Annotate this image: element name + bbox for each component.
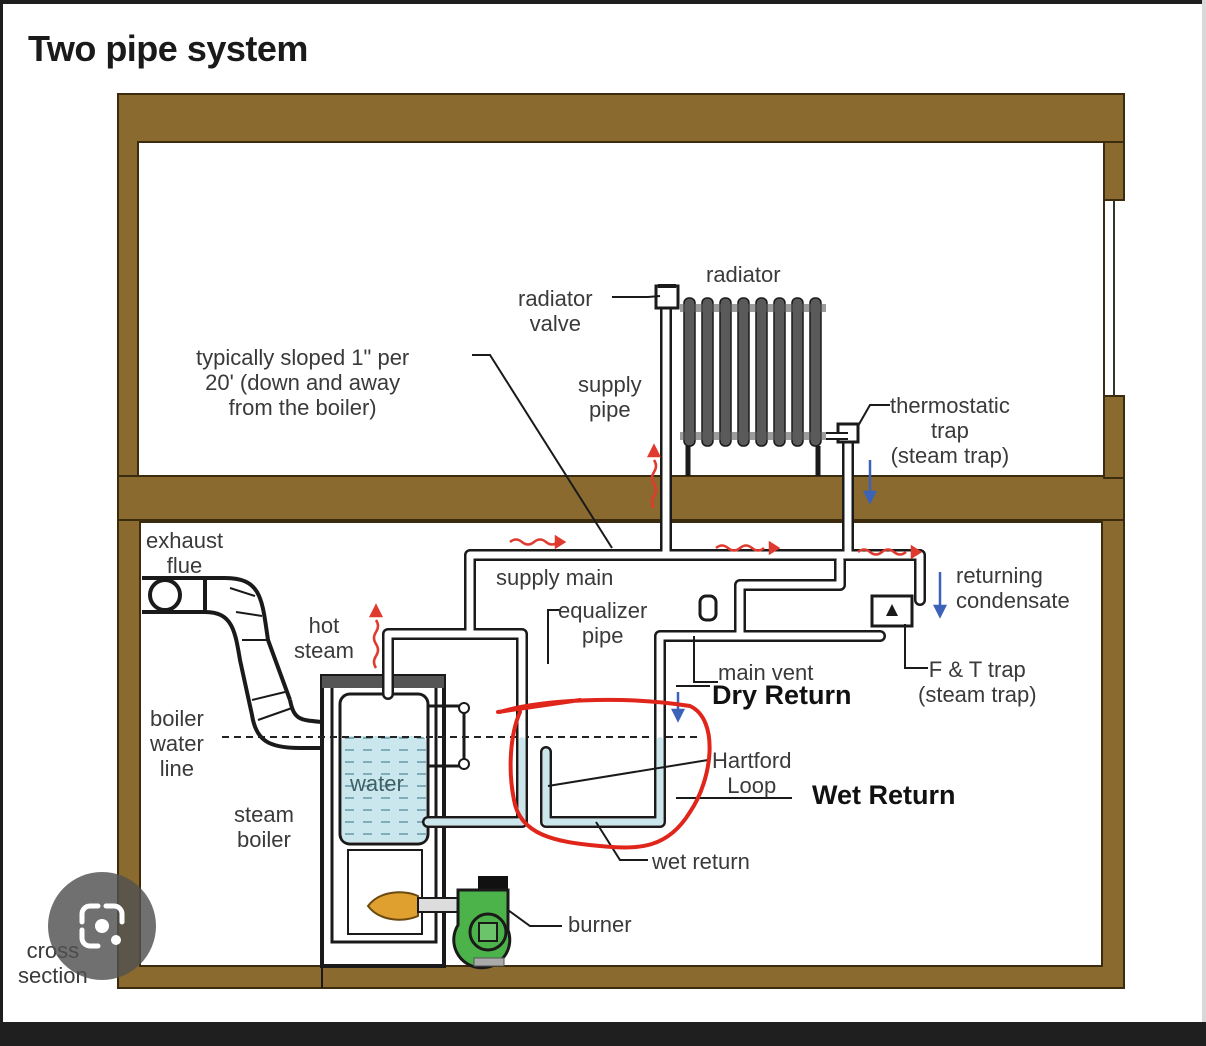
label-wet-return-bold: Wet Return (812, 780, 956, 810)
bottom-bar (0, 1022, 1206, 1046)
label-water: water (350, 771, 404, 796)
radiator-fin (773, 297, 786, 447)
steam-arrows (368, 443, 923, 669)
pipes (382, 294, 926, 828)
radiator-fin (737, 297, 750, 447)
boiler-water (342, 736, 426, 842)
radiator-fin (719, 297, 732, 447)
building-walls (117, 93, 1125, 989)
wet-water-fill (543, 737, 663, 825)
radiator-fin (791, 297, 804, 447)
steam-boiler (320, 674, 470, 988)
condensate-arrows (670, 460, 948, 723)
google-lens-button[interactable] (48, 872, 156, 980)
label-radiator: radiator (706, 262, 781, 287)
radiator-fin (683, 297, 696, 447)
dry-return-branch (734, 554, 846, 642)
radiator-fin (755, 297, 768, 447)
right-edge (1202, 0, 1206, 1022)
basement-wall (117, 519, 1125, 989)
label-burner: burner (568, 912, 632, 937)
burner (366, 876, 512, 970)
label-wet-return: wet return (652, 849, 750, 874)
label-ft-trap: F & T trap(steam trap) (918, 657, 1037, 707)
two-pipe-system-diagram (117, 93, 1125, 989)
radiator (680, 296, 848, 476)
main-vent (698, 594, 718, 622)
exhaust-flue (142, 576, 335, 750)
google-lens-icon (79, 903, 125, 949)
upper-room (137, 141, 1105, 477)
radiator-fin (809, 297, 822, 447)
label-dry-return: Dry Return (712, 680, 852, 710)
hartford-loop-highlight (496, 697, 712, 850)
diagram-title: Two pipe system (28, 28, 308, 69)
leader-lines (472, 295, 928, 927)
label-main-vent: main vent (718, 660, 814, 685)
floor-slab (117, 475, 1125, 523)
radiator-fin (701, 297, 714, 447)
image-frame (0, 0, 1206, 1022)
label-supply-main: supply main (496, 565, 614, 590)
